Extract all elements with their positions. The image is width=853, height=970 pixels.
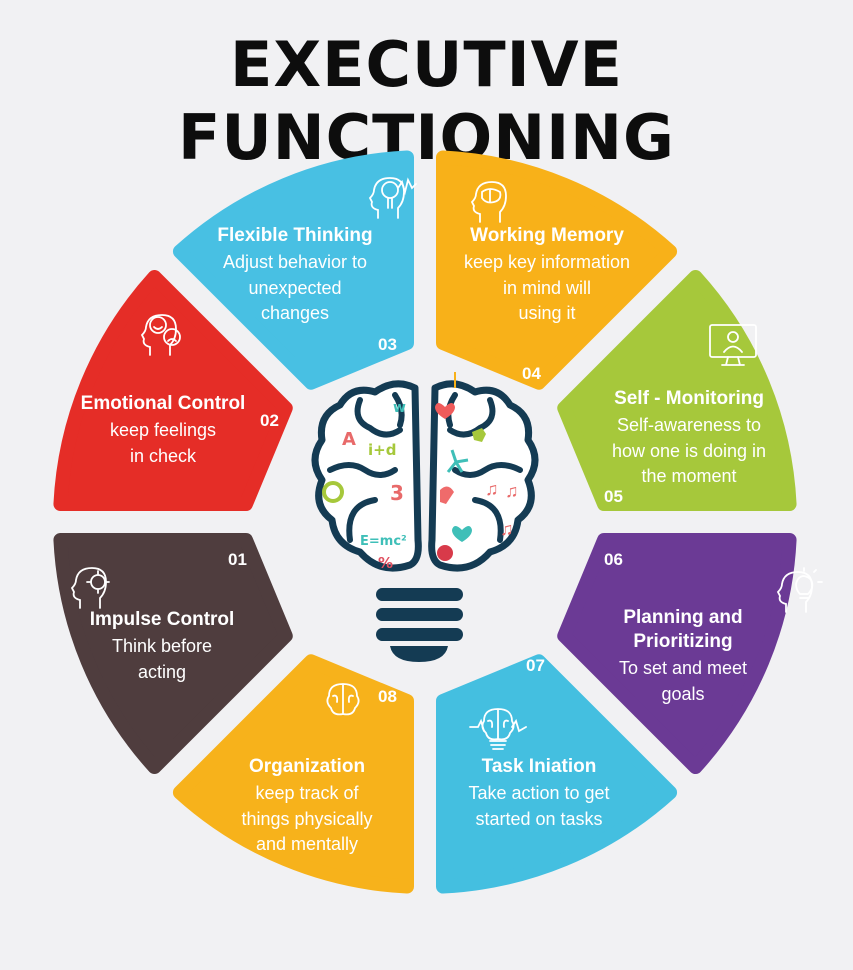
segment-description: To set and meet [618,658,748,678]
segment-flexible-thinking [172,150,417,390]
segment-shape [557,533,797,775]
music-note-doodle: ♫ [485,479,499,499]
segment-description: started on tasks [475,808,603,829]
segment-shape [53,269,293,511]
gear-doodle [322,481,344,503]
segment-planning-prioritizing [557,533,823,775]
segment-description: Think before [111,636,213,656]
segment-self-monitoring [557,269,797,511]
segment-description: in mind will [502,277,592,298]
segment-emotional-control [53,269,293,511]
segment-description: how one is doing in [611,440,767,461]
bulb-base-bar [376,628,463,641]
segment-number: 08 [378,687,397,706]
segment-number: 07 [526,656,545,675]
segment-shape [557,269,797,511]
segment-number: 03 [378,335,397,354]
segment-title: Task Iniation [481,756,597,777]
working-memory-text: Working Memory keep key information in min… [432,224,662,327]
heart-doodle [452,526,472,542]
bulb-base-cap [390,646,448,662]
segment-number: 06 [604,550,623,569]
segment-impulse-control [53,533,293,775]
segment-description: keep track of [255,783,359,803]
head-emotions-icon [140,314,181,356]
brain-glyph: E=mc² [360,534,407,549]
segment-shape [172,150,414,390]
segment-shape [53,533,293,775]
segment-number: 04 [522,364,541,383]
segment-title: Flexible Thinking [217,225,373,246]
music-note-doodle: ♫ [505,481,519,501]
head-brain-icon [470,181,507,223]
segment-organization [172,654,414,894]
segment-description: changes [260,303,330,323]
segment-shape [172,654,414,894]
segment-title: Prioritizing [633,631,733,652]
segment-description: goals [661,683,705,704]
segment-number: 01 [228,550,247,569]
segment-title: Organization [248,756,366,777]
segment-task-initiation [436,654,678,894]
segment-title: Self - Monitoring [614,388,764,409]
page-title: EXECUTIVE FUNCTIONING [178,28,675,174]
segment-number: 05 [604,487,623,506]
segment-number: 02 [260,411,279,430]
monitor-person-icon [709,324,757,366]
segment-description: unexpected [248,277,342,298]
segment-description: Take action to get [468,783,610,803]
segment-description: acting [137,661,187,682]
segment-title: Impulse Control [89,609,235,630]
organization-text: Organization keep track of things physical… [192,755,422,858]
segment-description: the moment [641,466,737,486]
head-pulse-icon [368,177,417,219]
segment-description: in check [129,445,197,466]
segment-title: Working Memory [470,225,624,246]
segment-description: keep key information [463,252,631,272]
segment-shape [436,654,678,894]
emotional-control-text: Emotional Control keep feelings in check [48,392,278,469]
head-lightbulb-icon [776,567,823,613]
segment-description: things physically [241,808,373,829]
brain-glyph: i+d [368,441,396,459]
brain-glyph: % [378,554,393,572]
brain-glyph: A [342,429,356,450]
music-note-doodle: ♫ [500,519,514,539]
puzzle-doodle [472,428,486,442]
segment-title: Planning and [623,607,743,628]
segment-description: and mentally [255,834,359,854]
segment-description: keep feelings [109,420,217,440]
star-doodle [446,449,469,473]
segment-description: Adjust behavior to [222,252,368,272]
bulb-base-bar [376,608,463,621]
brain-glyph: w [393,400,406,416]
heart-doodle [435,403,455,419]
brain-lightbulb-icon [469,708,527,750]
brain-glyph: 3 [390,481,404,505]
lightbulb-doodle [440,486,454,504]
bulb-base-bar [376,588,463,601]
segment-working-memory [436,150,678,390]
head-gear-icon [70,567,110,609]
brain-icon [326,683,360,716]
segment-description: Self-awareness to [616,415,762,435]
splat-doodle [437,545,453,561]
segment-title: Emotional Control [80,393,246,414]
segment-description: using it [518,303,576,323]
